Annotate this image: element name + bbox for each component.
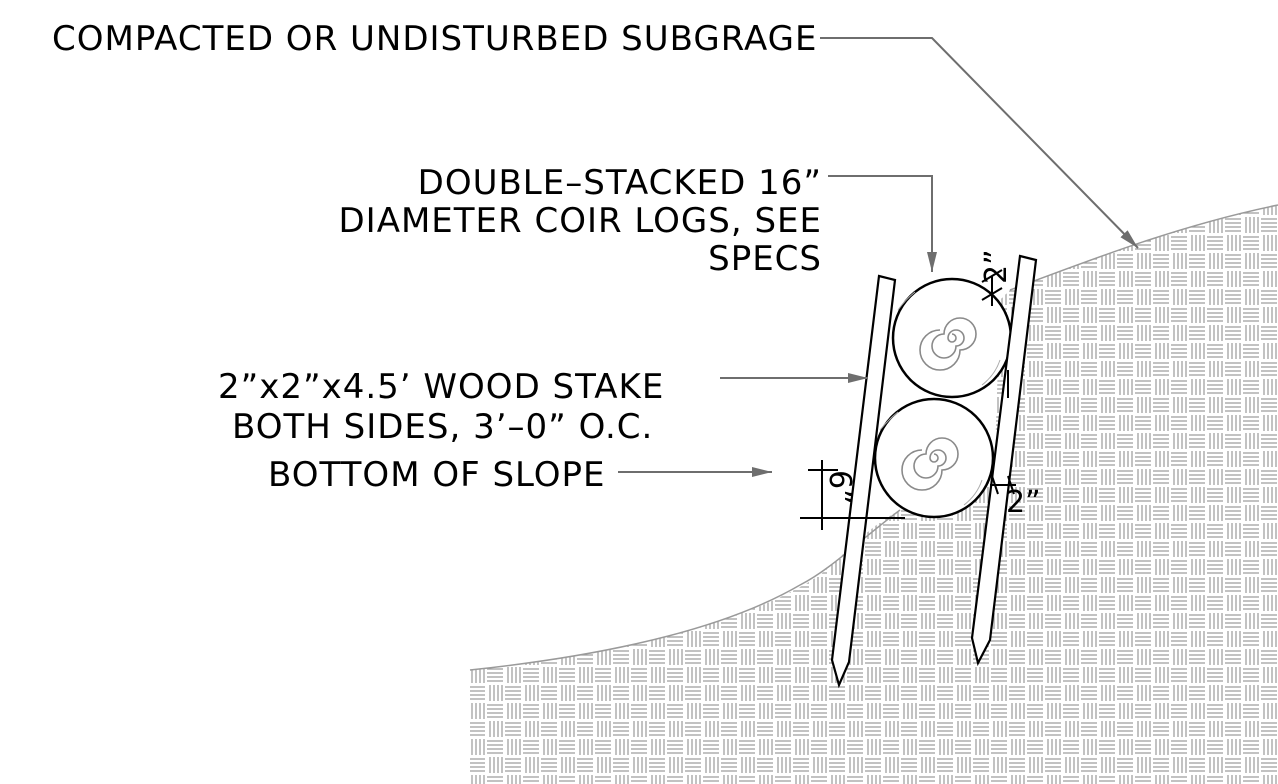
coir-log-lower bbox=[873, 397, 995, 519]
label-wood-stake-line1: 2”x2”x4.5’ WOOD STAKE bbox=[218, 367, 664, 407]
leader-coir-logs bbox=[828, 175, 937, 272]
leader-subgrade bbox=[820, 37, 1139, 249]
label-coir-logs-line2: DIAMETER COIR LOGS, SEE bbox=[338, 201, 822, 241]
dim-bottom-offset bbox=[800, 370, 1009, 530]
wood-stake-right bbox=[970, 254, 1038, 667]
label-bottom-slope: BOTTOM OF SLOPE bbox=[268, 455, 606, 495]
dim-side-gap-label: 2” bbox=[1006, 485, 1041, 520]
label-subgrade: COMPACTED OR UNDISTURBED SUBGRAGE bbox=[52, 19, 817, 59]
wood-stake-left bbox=[830, 274, 897, 689]
label-coir-logs-line1: DOUBLE–STACKED 16” bbox=[418, 163, 822, 203]
coir-log-upper bbox=[891, 277, 1013, 399]
dim-top-gap bbox=[981, 269, 1003, 306]
label-coir-logs-line3: SPECS bbox=[708, 239, 822, 279]
label-wood-stake-line2: BOTH SIDES, 3’–0” O.C. bbox=[232, 407, 653, 447]
dim-side-gap bbox=[990, 475, 1016, 495]
subgrade-hatch bbox=[470, 205, 1278, 784]
dim-top-gap-label: 2” bbox=[979, 249, 1014, 284]
dim-bottom-offset-label: 6” bbox=[822, 470, 857, 505]
